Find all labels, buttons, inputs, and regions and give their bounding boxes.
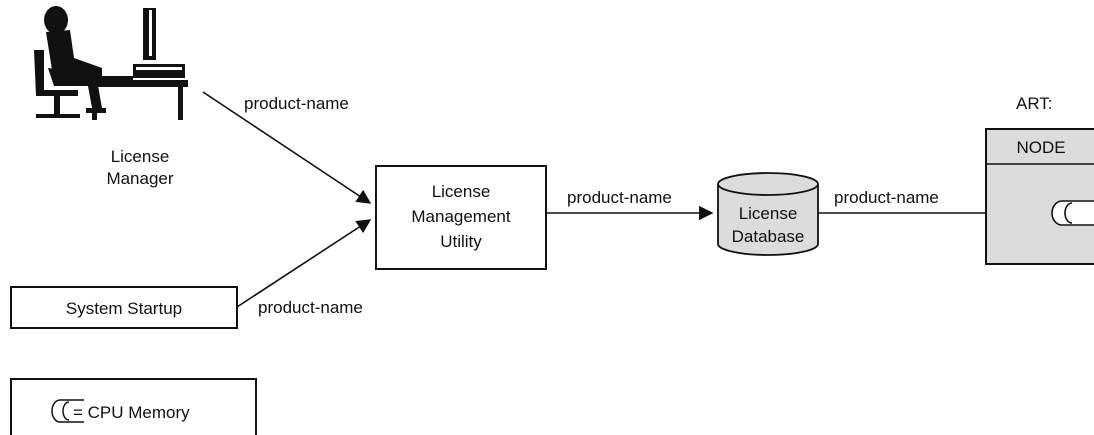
node-label: NODE xyxy=(1016,138,1065,157)
manager-flow-label: product-name xyxy=(244,94,349,113)
database-flow-label: product-name xyxy=(834,188,939,207)
license-management-utility-box xyxy=(375,165,547,270)
utility-line1: License xyxy=(432,182,491,201)
database-line1: License xyxy=(739,204,798,223)
utility-flow-label: product-name xyxy=(567,188,672,207)
art-title: ART: xyxy=(1016,94,1053,113)
database-line2: Database xyxy=(732,227,805,246)
license-manager-person-icon xyxy=(34,6,188,120)
startup-to-utility-arrow xyxy=(236,219,372,308)
manager-to-utility-arrow xyxy=(202,91,372,204)
utility-line3: Utility xyxy=(440,232,482,251)
manager-label-line2: Manager xyxy=(106,169,173,188)
system-startup-label: System Startup xyxy=(66,299,182,318)
cpu-memory-icon xyxy=(1051,200,1094,226)
license-database-cylinder xyxy=(717,172,819,256)
system-startup-box xyxy=(10,286,238,329)
node-panel xyxy=(985,128,1094,265)
legend-text: = CPU Memory xyxy=(73,403,190,422)
startup-flow-label: product-name xyxy=(258,298,363,317)
manager-label-line1: License xyxy=(111,147,170,166)
cpu-memory-legend-icon xyxy=(51,399,84,423)
utility-line2: Management xyxy=(411,207,511,226)
